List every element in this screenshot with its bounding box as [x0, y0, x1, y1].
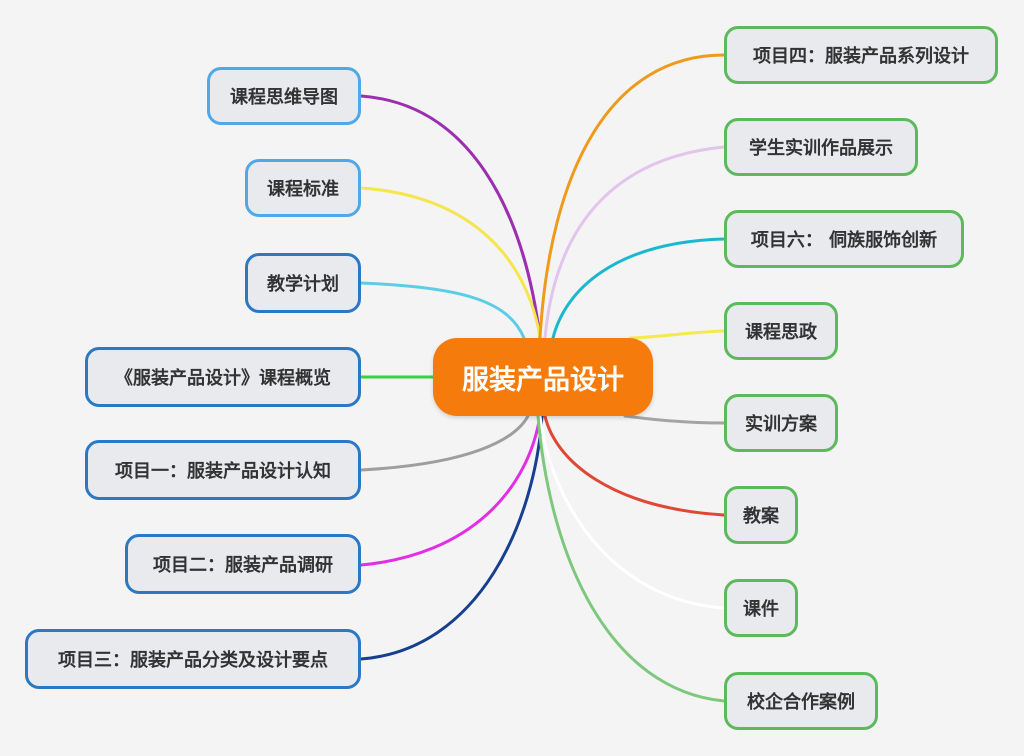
connector-right-2	[551, 237, 726, 340]
node-project-1[interactable]: 项目一：服装产品设计认知	[85, 440, 361, 500]
connector-right-3	[628, 329, 726, 340]
connector-right-6	[538, 414, 726, 610]
connector-right-7	[536, 414, 726, 703]
connector-right-0	[538, 53, 726, 340]
connector-left-1	[359, 186, 542, 340]
node-project-2[interactable]: 项目二：服装产品调研	[125, 534, 361, 594]
connector-right-5	[543, 414, 726, 517]
node-project-4[interactable]: 项目四：服装产品系列设计	[724, 26, 998, 84]
node-course-mindmap[interactable]: 课程思维导图	[207, 67, 361, 125]
connector-left-0	[359, 94, 542, 340]
node-project-6[interactable]: 项目六： 侗族服饰创新	[724, 210, 964, 268]
node-project-3[interactable]: 项目三：服装产品分类及设计要点	[25, 629, 361, 689]
node-course-overview[interactable]: 《服装产品设计》课程概览	[85, 347, 361, 407]
connector-left-5	[359, 414, 542, 567]
connector-left-2	[359, 281, 526, 340]
node-training-plan[interactable]: 实训方案	[724, 394, 838, 452]
node-course-standard[interactable]: 课程标准	[245, 159, 361, 217]
node-ideological[interactable]: 课程思政	[724, 302, 838, 360]
connector-left-6	[359, 414, 544, 661]
node-lesson-plan[interactable]: 教案	[724, 486, 798, 544]
node-school-enterprise[interactable]: 校企合作案例	[724, 672, 878, 730]
root-node[interactable]: 服装产品设计	[433, 338, 653, 416]
node-student-works[interactable]: 学生实训作品展示	[724, 118, 918, 176]
connector-right-4	[623, 414, 726, 425]
connector-left-4	[359, 414, 530, 472]
node-teaching-plan[interactable]: 教学计划	[245, 253, 361, 313]
node-courseware[interactable]: 课件	[724, 579, 798, 637]
connector-right-1	[543, 145, 726, 340]
